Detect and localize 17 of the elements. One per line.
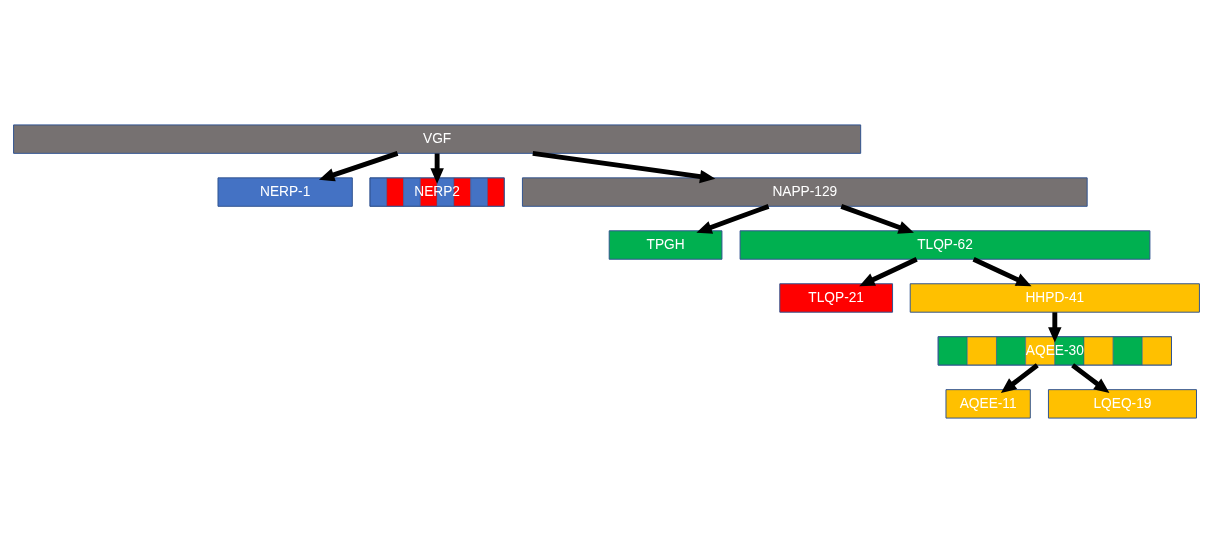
arrow — [859, 256, 918, 286]
node-box: AQEE-11 — [945, 388, 1031, 419]
arrow — [696, 203, 770, 234]
arrow — [532, 150, 716, 183]
arrow — [840, 203, 914, 234]
node-box: LQEQ-19 — [1047, 388, 1197, 419]
node-box: VGF — [13, 123, 862, 154]
node-box: NERP-1 — [217, 176, 353, 207]
arrow — [972, 256, 1032, 286]
arrow — [318, 150, 399, 181]
node-box: TLQP-21 — [779, 282, 894, 313]
node-box: TPGH — [608, 229, 723, 260]
node-box: TLQP-62 — [739, 229, 1151, 260]
node-box: NAPP-129 — [521, 176, 1088, 207]
arrow — [1000, 362, 1039, 393]
node-box: HHPD-41 — [909, 282, 1200, 313]
arrow — [1071, 362, 1110, 393]
